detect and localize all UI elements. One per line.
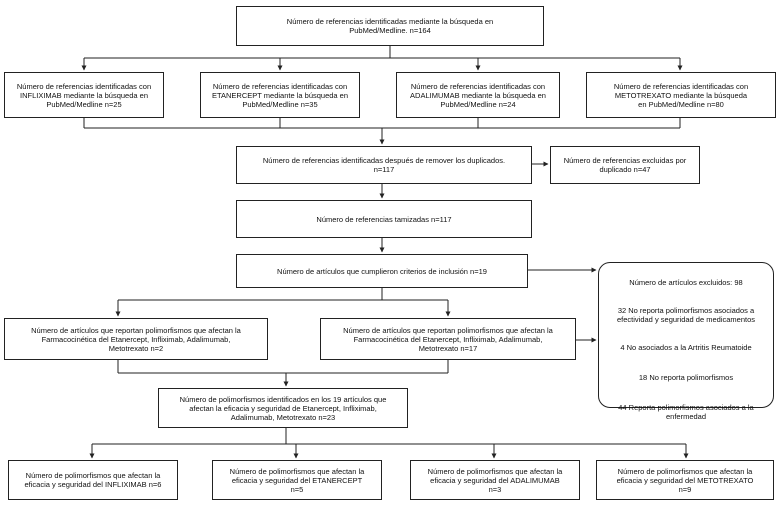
box-pubmed-total: Número de referencias identificadas medi… [236,6,544,46]
excluded-articles-title: Número de artículos excluidos: 98 [629,278,743,287]
box-polymorphisms-adalimumab: Número de polimorfismos que afectan la e… [410,460,580,500]
box-polymorphisms-etanercept: Número de polimorfismos que afectan la e… [212,460,382,500]
box-pharmacodynamic-articles: Número de artículos que reportan polimor… [320,318,576,360]
box-screened: Número de referencias tamizadas n=117 [236,200,532,238]
box-polymorphisms-metotrexato: Número de polimorfismos que afectan la e… [596,460,774,500]
excluded-reason-2: 4 No asociados a la Artritis Reumatoide [620,343,752,352]
box-adalimumab-references: Número de referencias identificadas con … [396,72,560,118]
box-pharmacokinetic-articles: Número de artículos que reportan polimor… [4,318,268,360]
box-polymorphisms-infliximab: Número de polimorfismos que afectan la e… [8,460,178,500]
box-infliximab-references: Número de referencias identificadas con … [4,72,164,118]
excluded-reason-3: 18 No reporta polimorfismos [638,373,734,382]
box-polymorphisms-total: Número de polimorfismos identificados en… [158,388,408,428]
box-after-duplicates: Número de referencias identificadas desp… [236,146,532,184]
panel-excluded-articles: Número de artículos excluidos: 98 32 No … [598,262,774,421]
excluded-reason-1: 32 No reporta polimorfismos asociados a … [617,306,755,324]
excluded-reason-4: 44 Reporta polimorfismos asociados a la … [618,403,754,421]
box-metotrexato-references: Número de referencias identificadas con … [586,72,776,118]
box-inclusion: Número de artículos que cumplieron crite… [236,254,528,288]
box-etanercept-references: Número de referencias identificadas con … [200,72,360,118]
box-excluded-duplicates: Número de referencias excluidas por dupl… [550,146,700,184]
